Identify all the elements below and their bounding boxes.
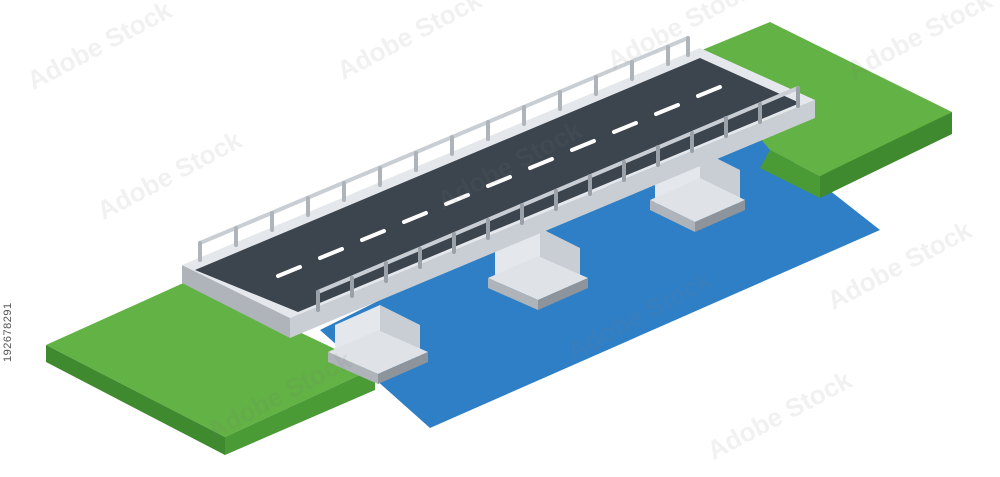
- road-asphalt: [195, 58, 800, 312]
- left-bank-top: [46, 280, 375, 437]
- pier-left: [328, 305, 428, 384]
- railing-back: [198, 36, 690, 262]
- right-bank-top: [690, 22, 952, 176]
- right-bank-side: [820, 112, 952, 198]
- railing-front: [316, 86, 800, 312]
- deck-end-face-left: [182, 265, 290, 338]
- lane-markings: [276, 85, 722, 278]
- right-bank-side-2: [760, 150, 820, 198]
- left-bank-side: [46, 345, 225, 455]
- stock-id-label: 192678291: [2, 302, 14, 362]
- left-bank-side-2: [225, 368, 375, 455]
- deck-front-face: [290, 100, 815, 338]
- pier-middle: [488, 228, 588, 310]
